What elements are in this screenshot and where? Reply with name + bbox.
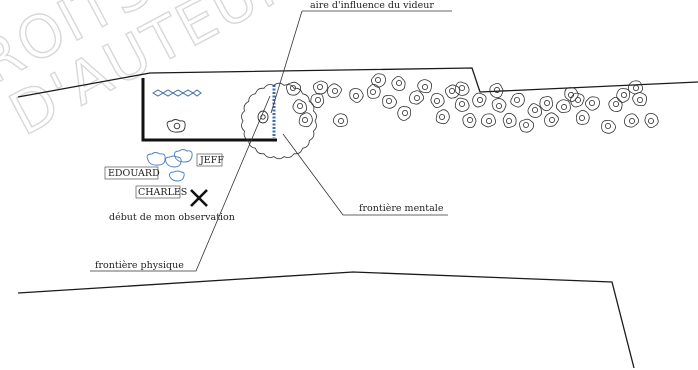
label-mental: frontière mentale bbox=[359, 203, 444, 214]
crowd-person-icon bbox=[576, 110, 590, 125]
crowd-person-icon bbox=[332, 113, 348, 128]
crowd-person-icon bbox=[391, 76, 406, 92]
crowd-person-icon bbox=[435, 109, 450, 125]
crowd-person-icon bbox=[312, 80, 329, 95]
crowd-person-icon bbox=[623, 113, 639, 128]
crowd-person-icon bbox=[298, 112, 313, 128]
crowd-person-icon bbox=[382, 95, 397, 109]
label-influence: aire d'influence du videur bbox=[310, 0, 434, 11]
influence-area bbox=[241, 82, 317, 160]
crowd-person-icon bbox=[397, 106, 411, 121]
crowd-person-icon bbox=[632, 92, 647, 107]
crowd-person-icon bbox=[555, 99, 571, 114]
crowd-person-icon bbox=[527, 103, 542, 118]
crowd-person-icon bbox=[462, 113, 477, 129]
crowd-person-icon bbox=[510, 92, 525, 108]
influence-circle bbox=[241, 82, 317, 160]
leader-influence bbox=[270, 10, 303, 114]
crowd-person-icon bbox=[544, 112, 559, 127]
crowd-person-icon bbox=[616, 88, 630, 103]
crowd-person-icon bbox=[430, 93, 445, 109]
crowd-person-icon bbox=[489, 83, 504, 99]
crowd-person-icon bbox=[644, 113, 659, 129]
label-edouard: EDOUARD bbox=[104, 166, 160, 180]
crowd-person-icon bbox=[502, 112, 517, 128]
crowd-person-icon bbox=[539, 96, 554, 112]
crowd-person-icon bbox=[454, 81, 470, 96]
crowd-person-icon bbox=[349, 88, 364, 103]
street-lower-edge bbox=[17, 271, 635, 369]
svg-text:JEFF: JEFF bbox=[199, 155, 224, 166]
crowd-person-icon bbox=[408, 90, 424, 105]
label-start-observation: début de mon observation bbox=[109, 212, 235, 223]
crowd-person-icon bbox=[454, 97, 470, 112]
crowd-person-icon bbox=[601, 120, 616, 134]
crowd-person-icon bbox=[286, 81, 302, 96]
crowd-person-icon bbox=[519, 118, 535, 133]
crowd-person-icon bbox=[327, 83, 342, 98]
crowd-person-icon bbox=[585, 96, 600, 111]
label-charles: CHARLES bbox=[135, 185, 187, 199]
friend-icon bbox=[146, 149, 193, 182]
leader-physical bbox=[90, 95, 271, 272]
crowd-person-icon bbox=[627, 80, 643, 95]
svg-text:EDOUARD: EDOUARD bbox=[108, 168, 160, 179]
crowd-person-icon bbox=[608, 97, 623, 113]
label-physical: frontière physique bbox=[95, 260, 184, 271]
crowd-person-icon bbox=[564, 87, 579, 102]
street-upper-edge bbox=[17, 67, 698, 98]
crowd bbox=[286, 73, 659, 134]
svg-text:CHARLES: CHARLES bbox=[138, 187, 187, 198]
watermark: DROITS D'AUTEUR bbox=[0, 0, 308, 149]
crowd-person-icon bbox=[417, 79, 432, 94]
crowd-person-icon bbox=[472, 92, 487, 108]
crowd-person-icon bbox=[444, 84, 461, 99]
label-jeff: JEFF bbox=[196, 153, 224, 167]
crowd-person-icon bbox=[480, 113, 496, 128]
x-mark-icon bbox=[190, 189, 208, 207]
crowd-person-icon bbox=[292, 99, 307, 114]
physical-barrier bbox=[141, 78, 277, 142]
queue-rope bbox=[152, 89, 202, 97]
crowd-person-icon bbox=[371, 73, 386, 88]
crowd-person-icon bbox=[367, 84, 381, 99]
crowd-person-icon bbox=[491, 98, 507, 113]
guest-icon bbox=[166, 119, 186, 133]
crowd-person-icon bbox=[570, 92, 585, 108]
leader-mental bbox=[282, 133, 448, 216]
crowd-person-icon bbox=[310, 93, 325, 109]
